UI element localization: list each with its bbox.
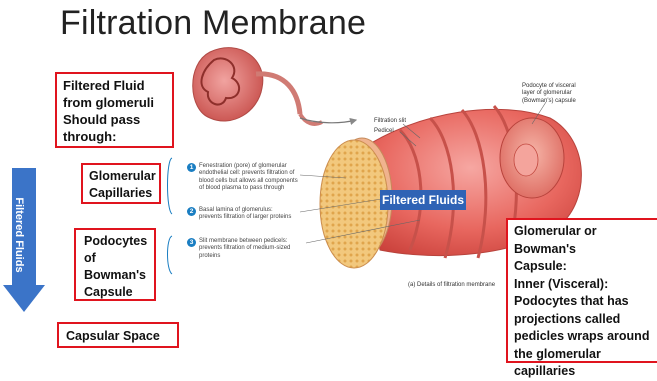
filtered-fluids-arrow-label: Filtered Fluids: [4, 175, 34, 295]
note-line: prevents filtration of larger proteins: [199, 214, 291, 221]
note-line: Basal lamina of glomerulus:: [199, 207, 291, 214]
glomerulus-illustration: [193, 48, 356, 124]
filtered-fluids-banner: Filtered Fluids: [380, 190, 466, 210]
note-3: Slit membrane between pedicels: prevents…: [199, 238, 290, 260]
filtration-slit-label: Filtration slit: [374, 118, 406, 124]
bowman-capsule-box: Glomerular or Bowman's Capsule: Inner (V…: [506, 218, 657, 363]
bowman-capsule-line: pedicles wraps around: [514, 328, 655, 346]
note-line: Fenestration (pore) of glomerular: [199, 163, 298, 170]
note-1: Fenestration (pore) of glomerular endoth…: [199, 163, 298, 192]
podocytes-line: Bowman's: [84, 267, 146, 284]
page-title: Filtration Membrane: [60, 4, 366, 43]
filtered-fluid-line: Should pass: [63, 111, 166, 128]
arrow-label-text: Filtered Fluids: [13, 197, 25, 272]
note-2-badge: 2: [187, 207, 196, 216]
podocyte-label: Podocyte of visceral layer of glomerular…: [522, 83, 576, 105]
bowman-capsule-line: Inner (Visceral):: [514, 276, 655, 294]
bowman-capsule-line: capillaries: [514, 363, 655, 381]
filtered-fluid-line: from glomeruli: [63, 94, 166, 111]
bowman-capsule-line: Podocytes that has: [514, 293, 655, 311]
podocyte-label-line: Podocyte of visceral: [522, 83, 576, 90]
capsular-space-box: Capsular Space: [57, 322, 179, 348]
note-line: Slit membrane between pedicels:: [199, 238, 290, 245]
glomerular-capillaries-line: Capillaries: [89, 185, 153, 202]
note-2: Basal lamina of glomerulus: prevents fil…: [199, 207, 291, 222]
podocyte-label-line: layer of glomerular: [522, 90, 576, 97]
glomerular-capillaries-line: Glomerular: [89, 168, 153, 185]
note-line: proteins: [199, 253, 290, 260]
filtered-fluid-line: Filtered Fluid: [63, 77, 166, 94]
glomerular-capillaries-box: Glomerular Capillaries: [81, 163, 161, 204]
bowman-capsule-line: Glomerular or Bowman's: [514, 223, 655, 258]
note-line: blood cells but allows all components: [199, 178, 298, 185]
note-line: endothelial cell: prevents filtration of: [199, 170, 298, 177]
pedicel-label: Pedicel: [374, 128, 394, 134]
note-line: of blood plasma to pass through: [199, 185, 298, 192]
note-line: prevents filtration of medium-sized: [199, 245, 290, 252]
note-1-badge: 1: [187, 163, 196, 172]
note-3-badge: 3: [187, 238, 196, 247]
figure-caption: (a) Details of filtration membrane: [408, 282, 495, 288]
filtered-fluid-line: through:: [63, 128, 166, 145]
bowman-capsule-line: Capsule:: [514, 258, 655, 276]
podocyte-label-line: (Bowman's) capsule: [522, 98, 576, 105]
podocytes-line: Podocytes: [84, 233, 146, 250]
bowman-capsule-line: projections called: [514, 311, 655, 329]
podocytes-box: Podocytes of Bowman's Capsule: [74, 228, 156, 301]
podocytes-line: of: [84, 250, 146, 267]
bowman-capsule-line: the glomerular: [514, 346, 655, 364]
podocytes-line: Capsule: [84, 284, 146, 301]
filtered-fluid-box: Filtered Fluid from glomeruli Should pas…: [55, 72, 174, 148]
